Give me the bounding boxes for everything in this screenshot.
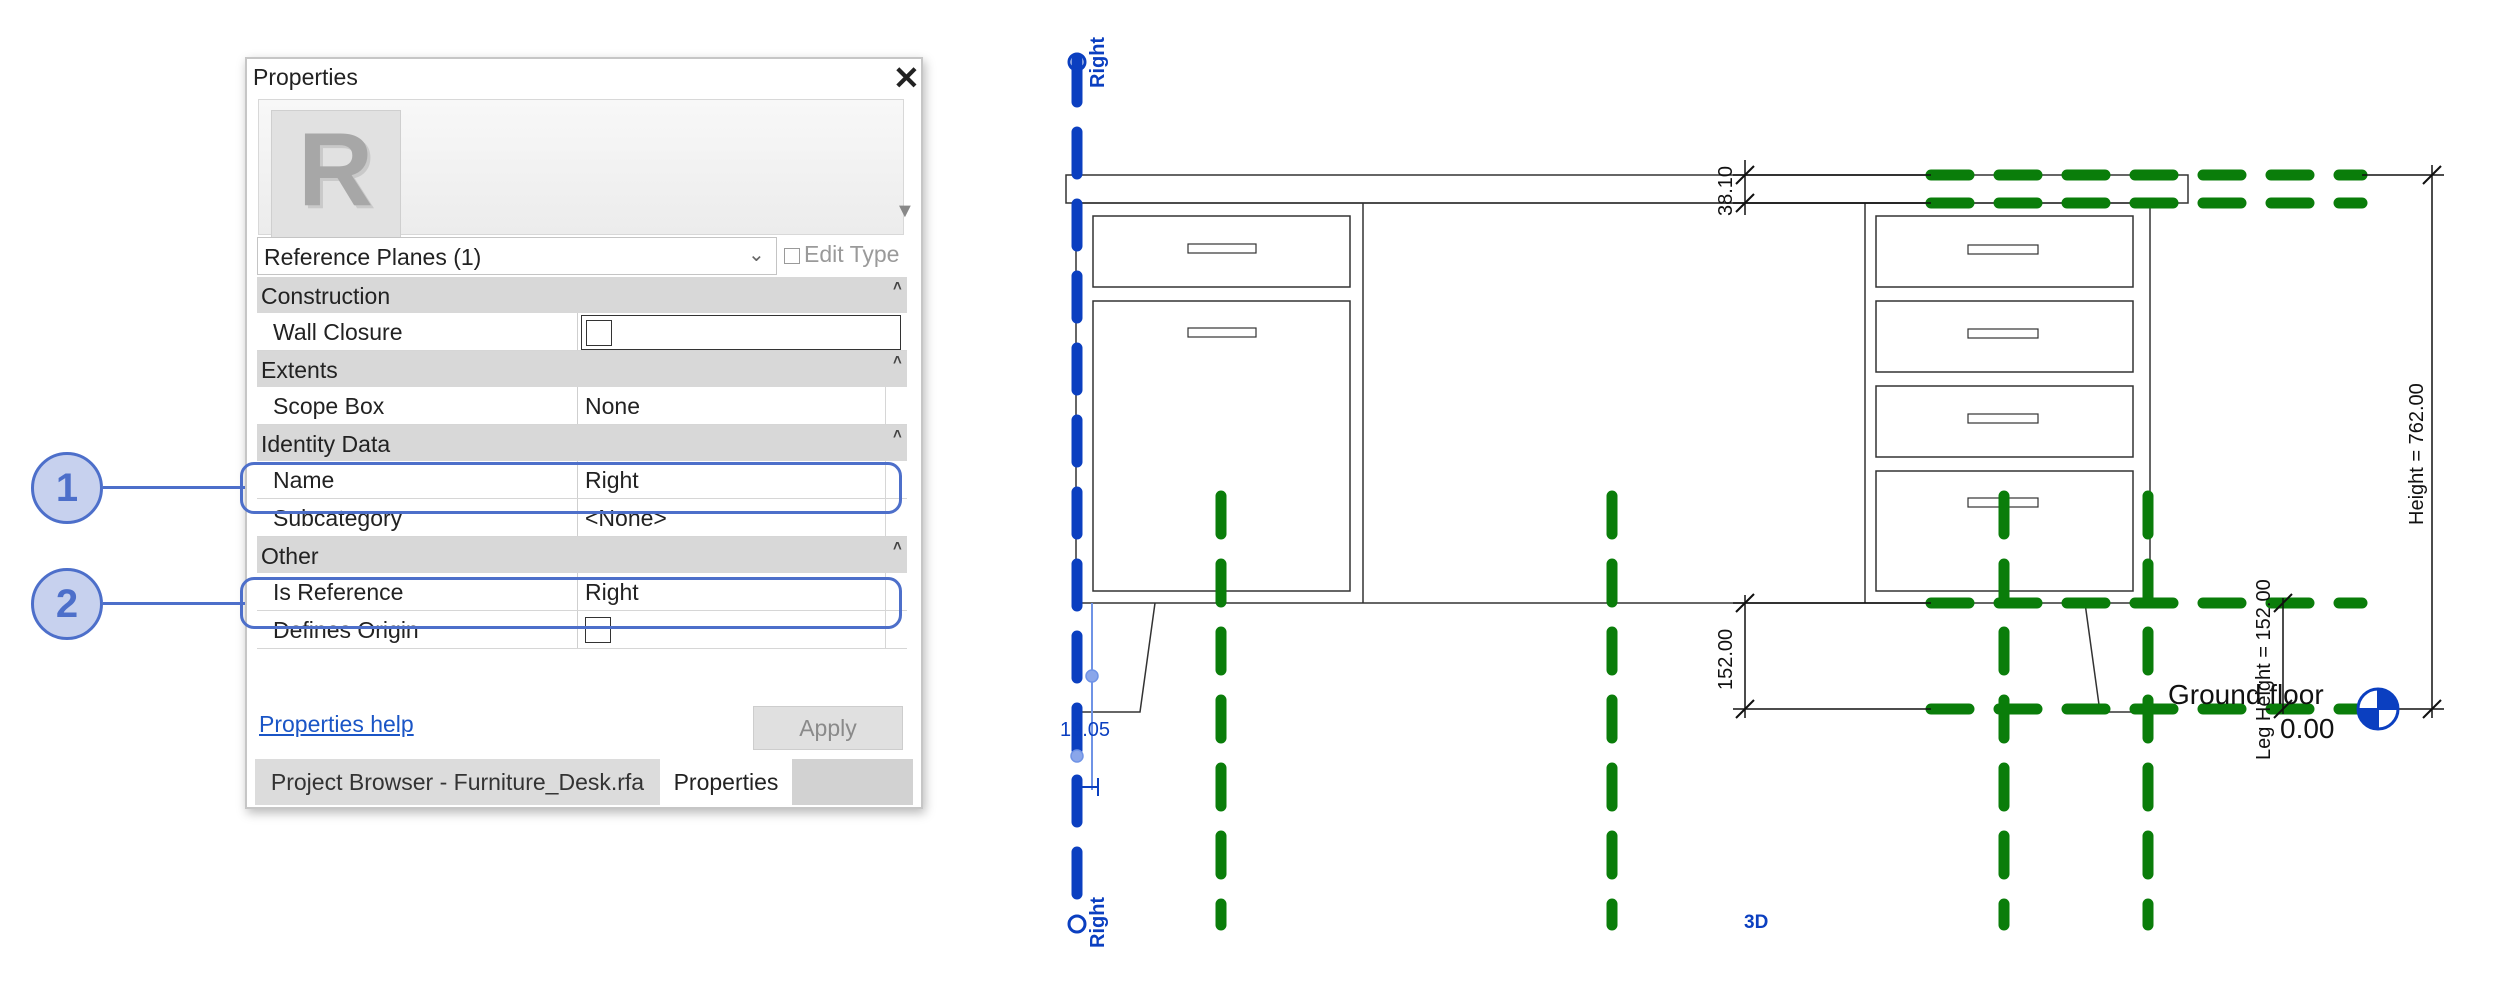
desk-leg[interactable]: [1082, 602, 1156, 713]
is-reference-value[interactable]: Right: [585, 579, 639, 605]
wall-closure-field[interactable]: [581, 315, 901, 350]
cabinet-door[interactable]: [1092, 300, 1351, 592]
property-row-defines-origin: Defines Origin: [257, 611, 907, 649]
chevron-down-icon: ⌄: [748, 244, 765, 266]
highlight-name-row: [240, 462, 902, 514]
type-selector-label: Reference Planes (1): [264, 244, 482, 270]
property-label: Is Reference: [273, 579, 404, 605]
drawer-handle: [1187, 327, 1257, 338]
property-row-wall-closure: Wall Closure: [257, 313, 907, 351]
tab-empty: [792, 759, 913, 805]
plane-grip-icon[interactable]: [1067, 914, 1087, 934]
plane-grip-icon[interactable]: [1067, 52, 1087, 72]
section-extents[interactable]: Extents ˄: [257, 351, 907, 387]
ref-plane-label-top[interactable]: Right: [1087, 37, 1109, 88]
revit-logo-icon: R: [271, 110, 401, 240]
property-label: Wall Closure: [273, 319, 403, 345]
reference-planes-green[interactable]: [1215, 169, 2368, 931]
property-label: Subcategory: [273, 505, 403, 531]
drawer-handle: [1967, 244, 2039, 255]
property-row-subcategory[interactable]: Subcategory <None>: [257, 499, 907, 537]
collapse-icon[interactable]: ˄: [893, 352, 902, 369]
callout-1-leader: [103, 486, 245, 489]
level-name[interactable]: Ground floor: [2168, 679, 2324, 710]
name-value[interactable]: Right: [585, 467, 639, 493]
view-label[interactable]: 3D: [1744, 912, 1768, 933]
temp-dimension-value[interactable]: 19.05: [1060, 719, 1110, 741]
defines-origin-checkbox[interactable]: [585, 617, 611, 643]
highlight-is-reference-row: [240, 577, 902, 629]
tab-project-browser[interactable]: Project Browser - Furniture_Desk.rfa: [255, 759, 660, 805]
apply-button[interactable]: Apply: [753, 706, 903, 750]
dim-top-thickness[interactable]: 38.10: [1715, 166, 1737, 216]
drawer[interactable]: [1875, 300, 2134, 373]
chevron-down-icon[interactable]: ▼: [895, 200, 915, 222]
section-label: Identity Data: [261, 431, 391, 457]
level-datum-icon[interactable]: [2356, 687, 2400, 731]
property-label: Name: [273, 467, 335, 493]
callout-2: 2: [31, 568, 103, 640]
ref-plane-label-bottom[interactable]: Right: [1087, 897, 1109, 948]
drawer[interactable]: [1875, 215, 2134, 288]
collapse-icon[interactable]: ˄: [893, 426, 902, 443]
drawer-handle: [1187, 243, 1257, 254]
property-label: Defines Origin: [273, 617, 419, 643]
edit-type-button[interactable]: Edit Type: [784, 241, 899, 268]
palette-tabs: Project Browser - Furniture_Desk.rfa Pro…: [247, 759, 921, 807]
tab-properties[interactable]: Properties: [660, 759, 792, 807]
properties-help-link[interactable]: Properties help: [259, 711, 414, 737]
close-icon[interactable]: ✕: [893, 60, 920, 96]
level-elevation[interactable]: 0.00: [2280, 713, 2335, 744]
drawer[interactable]: [1875, 385, 2134, 458]
section-label: Other: [261, 543, 319, 569]
callout-2-leader: [103, 602, 245, 605]
collapse-icon[interactable]: ˄: [893, 538, 902, 555]
label-leg-height[interactable]: Leg Height = 152.00: [2253, 579, 2275, 760]
desk-body[interactable]: [1075, 202, 2151, 604]
dimension-grip-icon[interactable]: [1070, 749, 1084, 763]
subcategory-value[interactable]: <None>: [585, 505, 667, 531]
drawer-handle: [1967, 413, 2039, 424]
drawer-handle: [1967, 328, 2039, 339]
section-identity-data[interactable]: Identity Data ˄: [257, 425, 907, 461]
type-selector[interactable]: Reference Planes (1) ⌄: [257, 237, 777, 275]
edit-type-icon: [784, 247, 800, 264]
callout-1: 1: [31, 452, 103, 524]
property-label: Scope Box: [273, 393, 385, 419]
palette-title: Properties: [253, 64, 358, 90]
type-preview: R ▼: [258, 99, 915, 240]
section-other[interactable]: Other ˄: [257, 537, 907, 573]
dim-leg-height[interactable]: 152.00: [1715, 629, 1737, 690]
property-row-scope-box[interactable]: Scope Box None: [257, 387, 907, 425]
section-construction[interactable]: Construction ˄: [257, 277, 907, 313]
wall-closure-checkbox[interactable]: [586, 320, 612, 346]
collapse-icon[interactable]: ˄: [893, 278, 902, 295]
properties-palette: Properties ✕ R ▼ Reference Planes (1) ⌄ …: [245, 57, 923, 809]
section-label: Extents: [261, 357, 338, 383]
scope-box-value[interactable]: None: [585, 393, 640, 419]
dim-overall-height[interactable]: Height = 762.00: [2406, 383, 2428, 525]
drawer[interactable]: [1092, 215, 1351, 288]
property-row-name[interactable]: Name Right: [257, 461, 907, 499]
dimension-grip-icon[interactable]: [1085, 669, 1099, 683]
edit-type-label: Edit Type: [804, 241, 900, 267]
section-label: Construction: [261, 283, 391, 309]
